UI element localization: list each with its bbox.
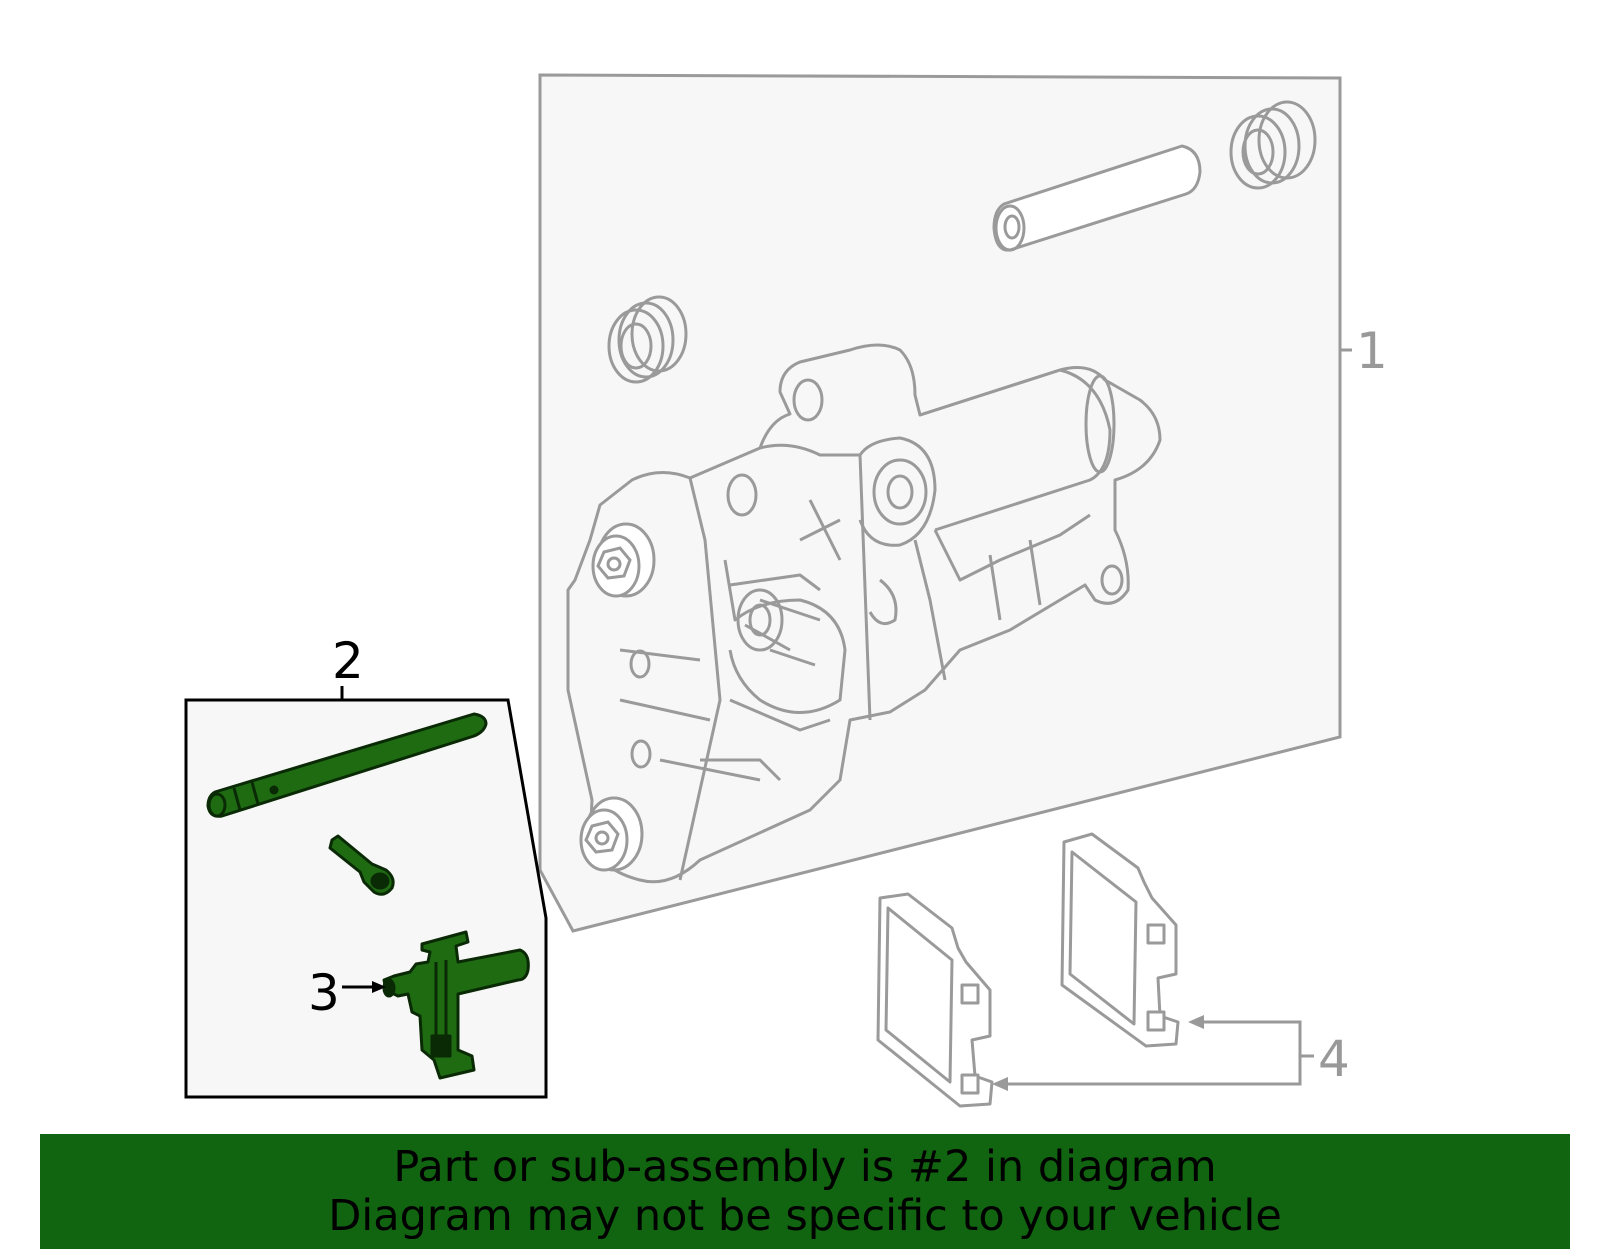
wear-sensor-icon	[328, 834, 395, 896]
banner-line-1: Part or sub-assembly is #2 in diagram	[393, 1142, 1217, 1192]
caliper-assembly-group	[538, 73, 1342, 933]
callout-1-label: 1	[1356, 322, 1388, 380]
caliper-bolt-icon	[591, 522, 656, 598]
callout-3-label: 3	[308, 964, 340, 1022]
caliper-assembly-panel	[538, 73, 1342, 933]
notice-banner: Part or sub-assembly is #2 in diagram Di…	[40, 1134, 1570, 1249]
brake-pad-icon	[1060, 832, 1180, 1048]
callout-4-leader	[1002, 1020, 1302, 1086]
callout-3-arrowhead	[372, 981, 386, 993]
banner-line-2: Diagram may not be specific to your vehi…	[328, 1191, 1282, 1241]
callout-4-group	[992, 1015, 1314, 1091]
callout-4-label: 4	[1318, 1030, 1350, 1088]
sub-assembly-2-group: 2 3	[184, 632, 548, 1099]
callout-1-group: 1	[1340, 322, 1388, 380]
sensor-bracket-icon	[382, 930, 530, 1080]
guide-pin-icon	[992, 144, 1202, 252]
brake-pad-icon	[876, 892, 994, 1108]
dust-boot-icon	[1229, 100, 1317, 190]
callout-2-label: 2	[332, 632, 364, 690]
guide-pin-icon	[206, 712, 488, 818]
dust-boot-icon	[607, 295, 688, 384]
brake-caliper-icon	[566, 343, 1162, 884]
caliper-bolt-icon	[579, 796, 644, 872]
